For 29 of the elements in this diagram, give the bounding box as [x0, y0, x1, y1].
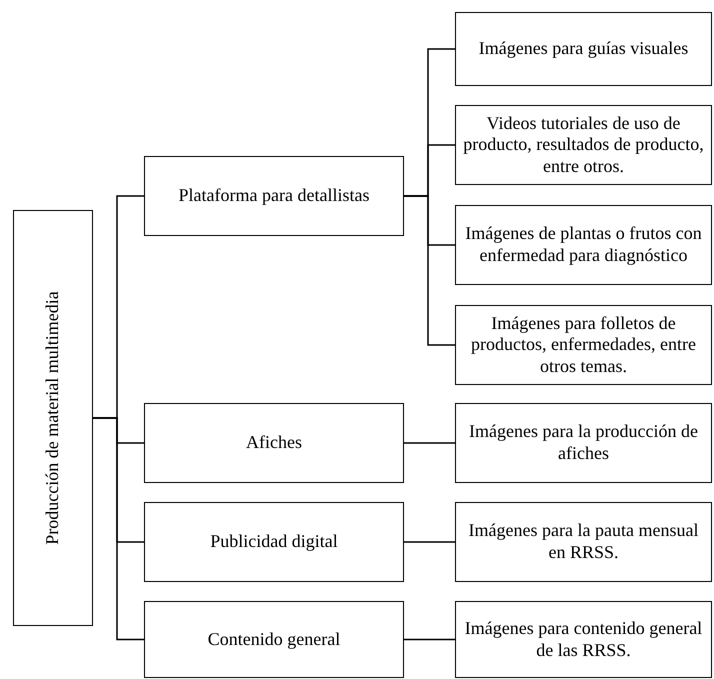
vertical-label: Producción de material multimedia	[42, 291, 64, 545]
box-label: Imágenes para contenido general de las RRSS.	[464, 618, 704, 662]
root-box	[13, 210, 93, 626]
connector-line	[404, 541, 455, 543]
topic-box	[455, 305, 712, 385]
topic-box	[455, 502, 712, 582]
connector-line	[93, 417, 144, 640]
box-label: Imágenes para folletos de productos, enfermedades, entre otros temas.	[470, 312, 697, 378]
box-label: Imágenes para guías visuales	[478, 38, 688, 60]
box-label: Videos tutoriales de uso de producto, resultados de producto, entre otros.	[462, 112, 705, 178]
box-label: Imágenes para la producción de afiches	[468, 421, 699, 465]
topic-box	[144, 601, 404, 678]
topic-box	[455, 205, 712, 285]
topic-box	[144, 156, 404, 236]
box-label: Imágenes de plantas o frutos con enfermedad para diagnóstico	[464, 223, 703, 267]
topic-box	[144, 403, 404, 483]
box-label: Contenido general	[208, 628, 340, 650]
box-label: Plataforma para detallistas	[178, 185, 370, 207]
box-label: Afiches	[246, 432, 302, 454]
topic-box	[455, 601, 712, 678]
connector-line	[404, 442, 455, 444]
topic-box	[455, 105, 712, 185]
connector-line	[404, 195, 455, 346]
topic-box	[455, 12, 712, 86]
box-label: Publicidad digital	[210, 531, 338, 553]
connector-line	[404, 638, 455, 640]
topic-box	[455, 403, 712, 483]
topic-box	[144, 502, 404, 582]
box-label: Imágenes para la pauta mensual en RRSS.	[468, 520, 700, 564]
